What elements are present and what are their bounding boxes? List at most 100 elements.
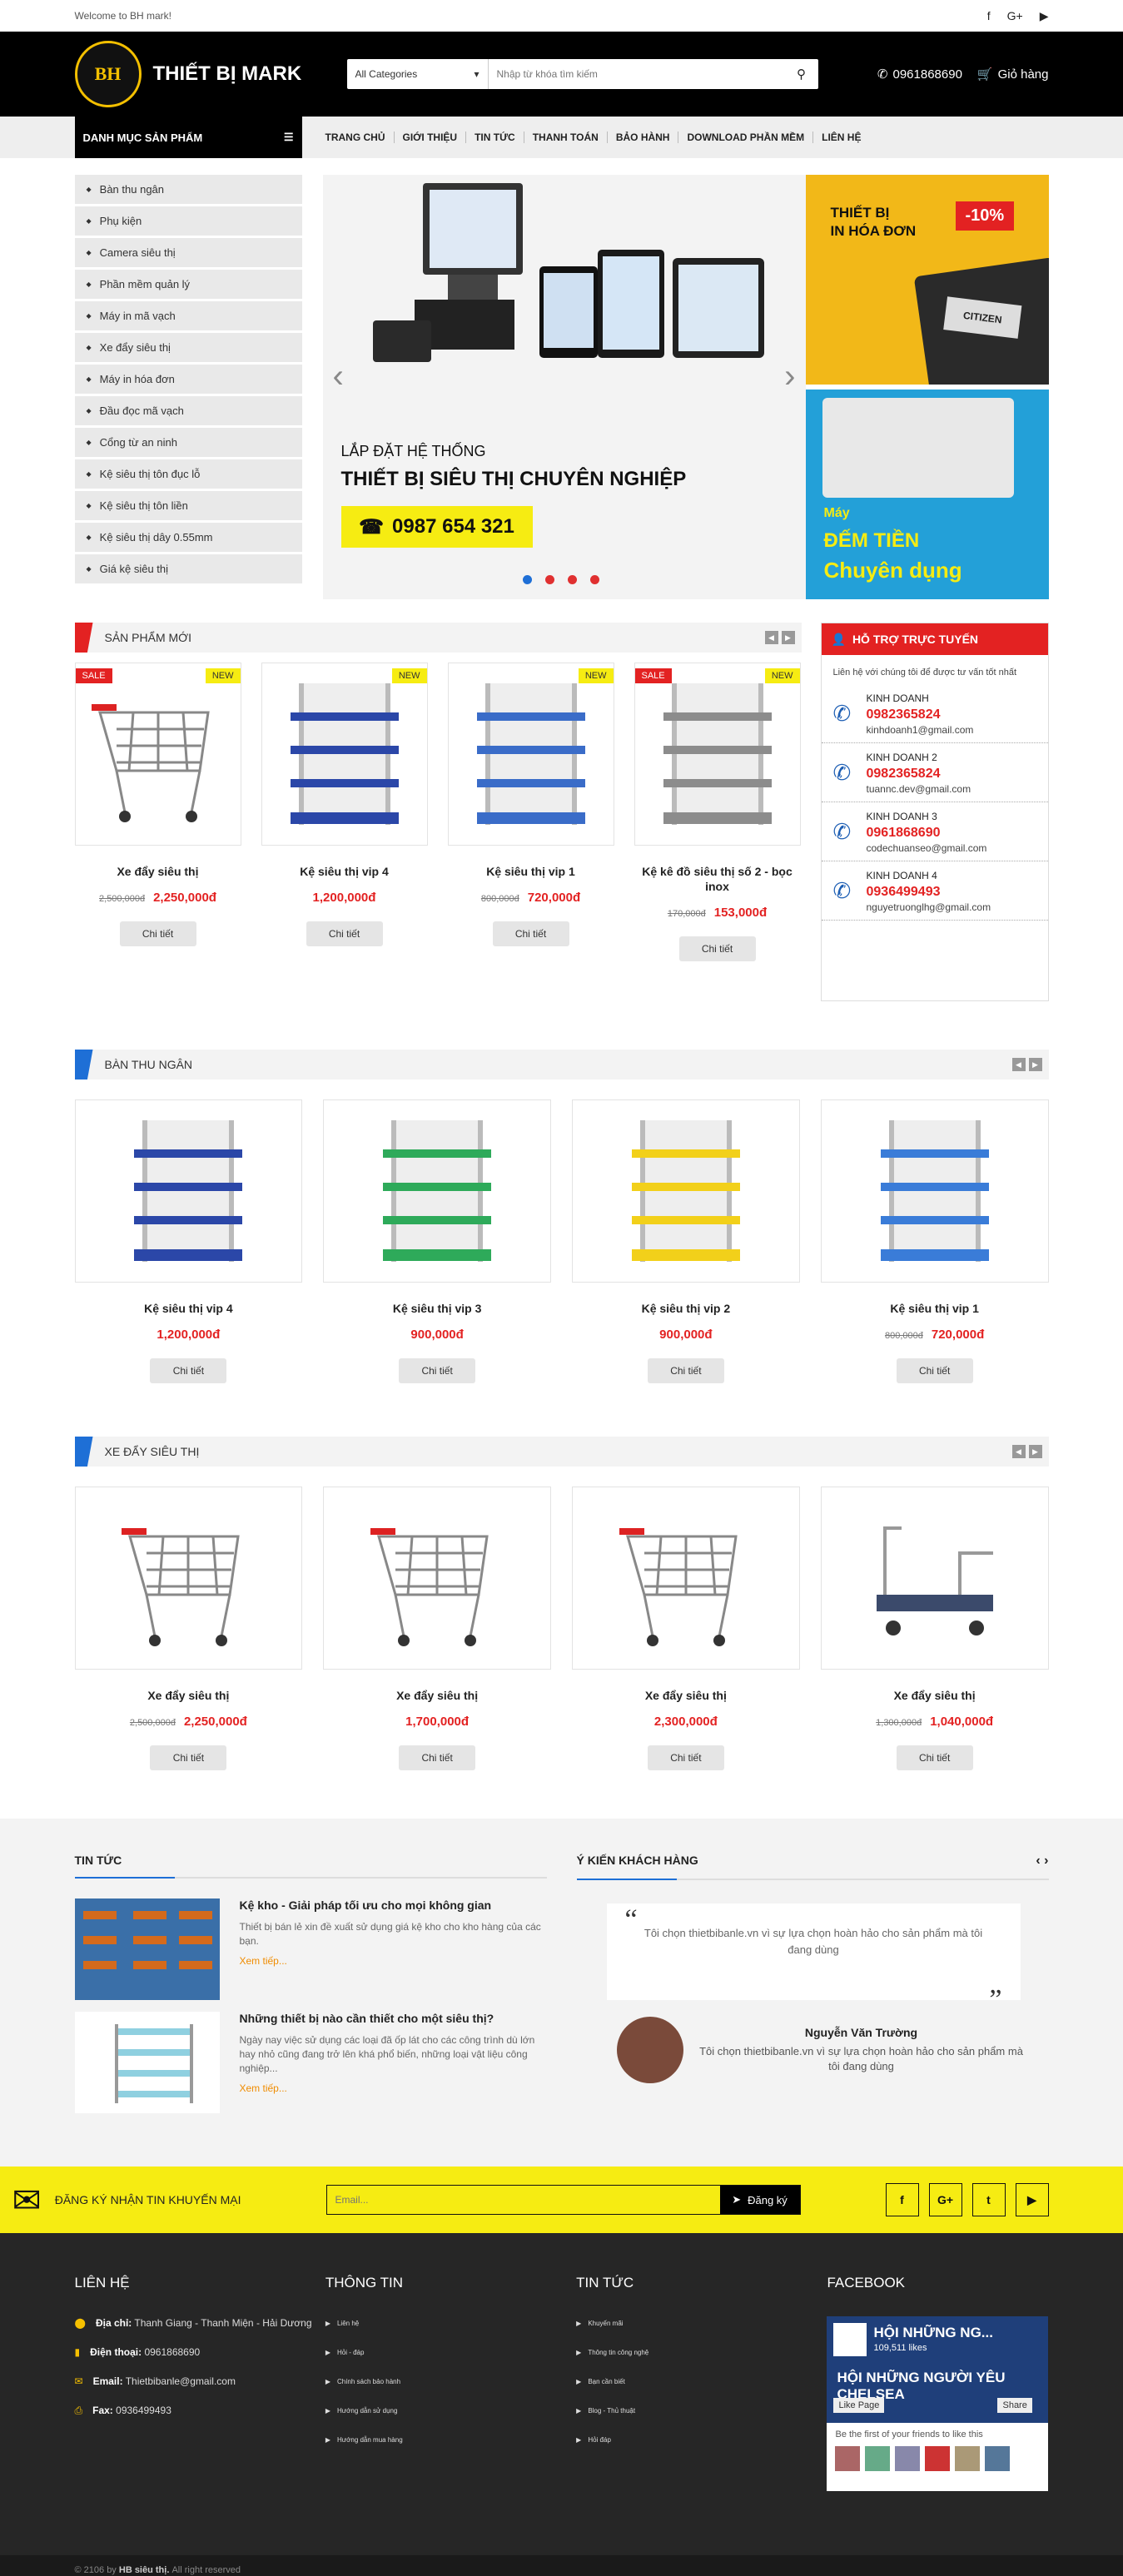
product-name[interactable]: Xe đẩy siêu thị <box>147 1689 230 1702</box>
google-plus-icon[interactable]: G+ <box>928 2183 962 2216</box>
facebook-share-button[interactable]: Share <box>997 2398 1032 2413</box>
catalog-toggle[interactable]: DANH MỤC SẢN PHẨM☰ <box>74 117 302 158</box>
nav-news[interactable]: TIN TỨC <box>466 132 524 143</box>
footer-link[interactable]: ▶Khuyến mãi <box>576 2320 624 2327</box>
nav-download[interactable]: DOWNLOAD PHẦN MỀM <box>678 132 814 143</box>
detail-button[interactable]: Chi tiết <box>492 921 569 946</box>
footer-link[interactable]: ▶Liên hệ <box>325 2320 360 2327</box>
next-arrow-icon[interactable]: ▶ <box>1028 1445 1042 1458</box>
detail-button[interactable]: Chi tiết <box>647 1358 724 1383</box>
contact-email[interactable]: nguyetruonglhg@gmail.com <box>866 901 991 913</box>
category-item[interactable]: ◆Bàn thu ngân <box>74 175 302 206</box>
news-thumbnail[interactable] <box>74 2012 220 2113</box>
product-name[interactable]: Kệ siêu thị vip 1 <box>890 1302 979 1315</box>
facebook-icon[interactable]: f <box>986 8 991 22</box>
read-more-link[interactable]: Xem tiếp... <box>239 1955 287 1967</box>
footer-link[interactable]: ▶Hướng dẫn sử dụng <box>325 2407 398 2415</box>
category-select[interactable]: All Categories▾ <box>347 59 489 89</box>
nav-warranty[interactable]: BẢO HÀNH <box>608 132 679 143</box>
product-name[interactable]: Kệ siêu thị vip 4 <box>144 1302 233 1315</box>
slider-dot[interactable] <box>522 575 532 584</box>
footer-link[interactable]: ▶Bạn cần biết <box>576 2378 625 2385</box>
product-name[interactable]: Kệ kê đồ siêu thị số 2 - bọc inox <box>642 865 793 893</box>
contact-email[interactable]: kinhdoanh1@gmail.com <box>866 724 974 736</box>
footer-link[interactable]: ▶Hỏi đáp <box>576 2436 611 2444</box>
detail-button[interactable]: Chi tiết <box>678 936 756 961</box>
category-item[interactable]: ◆Kệ siêu thị tôn liền <box>74 491 302 523</box>
detail-button[interactable]: Chi tiết <box>647 1745 724 1770</box>
detail-button[interactable]: Chi tiết <box>150 1745 227 1770</box>
product-name[interactable]: Kệ siêu thị vip 2 <box>641 1302 731 1315</box>
category-item[interactable]: ◆Kệ siêu thị dây 0.55mm <box>74 523 302 554</box>
footer-link[interactable]: ▶Hỏi - đáp <box>325 2349 365 2356</box>
detail-button[interactable]: Chi tiết <box>896 1358 973 1383</box>
product-name[interactable]: Xe đẩy siêu thị <box>893 1689 976 1702</box>
nav-about[interactable]: GIỚI THIỆU <box>395 132 467 143</box>
category-item[interactable]: ◆Giá kệ siêu thị <box>74 554 302 586</box>
product-name[interactable]: Kệ siêu thị vip 4 <box>300 865 389 878</box>
detail-button[interactable]: Chi tiết <box>896 1745 973 1770</box>
search-button[interactable]: ⚲ <box>785 59 818 89</box>
product-name[interactable]: Xe đẩy siêu thị <box>396 1689 479 1702</box>
banner-money-counter[interactable]: Máy ĐẾM TIỀN Chuyên dụng <box>805 390 1049 599</box>
prev-arrow-icon[interactable]: ◀ <box>764 631 778 644</box>
search-input[interactable] <box>488 59 785 89</box>
product-image[interactable] <box>572 1099 800 1283</box>
google-plus-icon[interactable]: G+ <box>1006 8 1023 22</box>
product-name[interactable]: Xe đẩy siêu thị <box>117 865 199 878</box>
nav-home[interactable]: TRANG CHỦ <box>317 132 395 143</box>
product-image[interactable]: NEW <box>447 663 614 846</box>
category-item[interactable]: ◆Máy in mã vạch <box>74 301 302 333</box>
next-arrow-icon[interactable]: ▶ <box>781 631 795 644</box>
product-image[interactable] <box>74 1487 303 1670</box>
product-name[interactable]: Xe đẩy siêu thị <box>644 1689 727 1702</box>
category-item[interactable]: ◆Phần mềm quản lý <box>74 270 302 301</box>
slider-next-button[interactable]: › <box>784 358 796 395</box>
category-item[interactable]: ◆Phụ kiện <box>74 206 302 238</box>
footer-link[interactable]: ▶Hướng dẫn mua hàng <box>325 2436 403 2444</box>
copyright-brand[interactable]: HB siêu thị. <box>118 2564 170 2575</box>
youtube-icon[interactable]: ▶ <box>1015 2183 1049 2216</box>
category-item[interactable]: ◆Cổng từ an ninh <box>74 428 302 459</box>
hero-slider[interactable]: ‹ › LẮP ĐẶT HỆ THỐNG THIẾT BỊ SIÊU THỊ C… <box>322 175 806 599</box>
chevron-right-icon[interactable]: › <box>1044 1854 1049 1868</box>
detail-button[interactable]: Chi tiết <box>150 1358 227 1383</box>
product-image[interactable] <box>572 1487 800 1670</box>
news-item[interactable]: Kệ kho - Giải pháp tối ưu cho mọi không … <box>74 1898 547 2000</box>
product-name[interactable]: Kệ siêu thị vip 1 <box>486 865 575 878</box>
footer-link[interactable]: ▶Chính sách bảo hành <box>325 2378 401 2385</box>
nav-payment[interactable]: THANH TOÁN <box>524 132 608 143</box>
product-image[interactable] <box>323 1487 551 1670</box>
hotline[interactable]: ✆0961868690 <box>877 67 962 82</box>
facebook-widget[interactable]: HỘI NHỮNG NG... 109,511 likes HỘI NHỮNG … <box>827 2316 1049 2491</box>
news-thumbnail[interactable] <box>74 1898 220 2000</box>
category-item[interactable]: ◆Đầu đọc mã vạch <box>74 396 302 428</box>
email-input[interactable] <box>326 2186 720 2214</box>
footer-link[interactable]: ▶Blog - Thủ thuật <box>576 2407 636 2415</box>
product-image[interactable] <box>820 1487 1049 1670</box>
category-item[interactable]: ◆Camera siêu thị <box>74 238 302 270</box>
category-item[interactable]: ◆Máy in hóa đơn <box>74 365 302 396</box>
news-title-link[interactable]: Kệ kho - Giải pháp tối ưu cho mọi không … <box>239 1898 492 1912</box>
facebook-icon[interactable]: f <box>885 2183 919 2216</box>
twitter-icon[interactable]: t <box>971 2183 1006 2216</box>
contact-phone[interactable]: 0982365824 <box>866 767 941 781</box>
news-item[interactable]: Những thiết bị nào cần thiết cho một siê… <box>74 2012 547 2113</box>
detail-button[interactable]: Chi tiết <box>399 1358 476 1383</box>
contact-phone[interactable]: 0961868690 <box>866 826 941 840</box>
chevron-left-icon[interactable]: ‹ <box>1036 1854 1041 1868</box>
slider-prev-button[interactable]: ‹ <box>332 358 344 395</box>
detail-button[interactable]: Chi tiết <box>306 921 383 946</box>
